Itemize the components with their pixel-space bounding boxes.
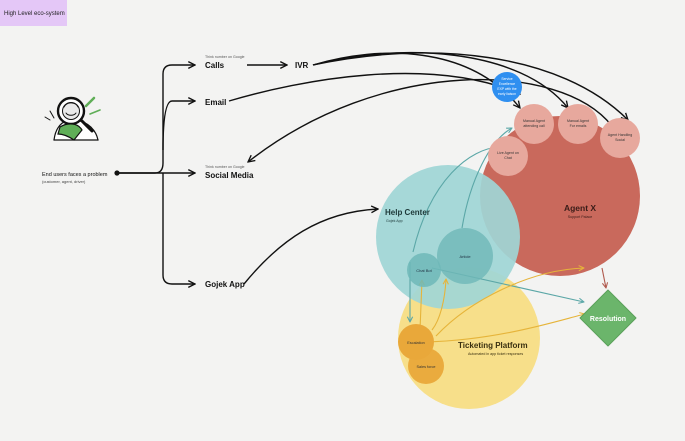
svg-text:Service: Service — [501, 77, 512, 81]
svg-text:Manual Agent: Manual Agent — [567, 119, 589, 123]
svg-text:Escalation: Escalation — [407, 341, 425, 345]
ivr-label[interactable]: IVR — [295, 61, 309, 70]
svg-text:Live Agent on: Live Agent on — [497, 151, 519, 155]
service-excellence-bubble[interactable]: Service Excellence EXP with the early li… — [492, 72, 522, 102]
ticketing-connectors — [420, 268, 585, 343]
agent-to-resolution-arrow — [601, 267, 606, 288]
person-with-magnifying-glass-icon — [44, 96, 101, 141]
channel-connectors — [117, 51, 628, 284]
social-note: Think number on Google — [205, 165, 245, 169]
svg-text:Sales force: Sales force — [417, 365, 436, 369]
svg-text:Manual Agent: Manual Agent — [523, 119, 545, 123]
gojek-app-label[interactable]: Gojek App — [205, 280, 245, 289]
agent-node-agent-social[interactable]: Agent Handling Social — [600, 118, 640, 158]
svg-text:early liaison: early liaison — [498, 92, 516, 96]
agent-node-manual-email[interactable]: Manual Agent For emails — [558, 104, 598, 144]
svg-text:For emails: For emails — [570, 124, 587, 128]
svg-text:Chat: Chat — [504, 156, 512, 160]
ticketing-title: Ticketing Platform — [458, 341, 528, 350]
origin-subtitle: (customer, agent, driver) — [42, 179, 86, 184]
svg-text:attending call: attending call — [523, 124, 544, 128]
calls-label[interactable]: Calls — [205, 61, 225, 70]
agent-node-manual-call[interactable]: Manual Agent attending call — [514, 104, 554, 144]
svg-text:Chat Bot: Chat Bot — [416, 268, 432, 273]
help-node-chat-bot[interactable]: Chat Bot — [407, 253, 441, 287]
social-media-label[interactable]: Social Media — [205, 171, 254, 180]
email-label[interactable]: Email — [205, 98, 226, 107]
svg-text:Social: Social — [615, 138, 625, 142]
calls-note: Think number on Google — [205, 55, 245, 59]
origin-title: End users faces a problem — [42, 172, 108, 178]
resolution-node[interactable]: Resolution — [579, 289, 637, 347]
board-tag: High Level eco-system — [0, 0, 67, 26]
help-center-subtitle: Gojek App — [386, 219, 403, 223]
help-center-title: Help Center — [385, 208, 430, 217]
svg-text:Agent Handling: Agent Handling — [608, 133, 633, 137]
svg-text:Article: Article — [459, 254, 471, 259]
agent-x-title: Agent X — [564, 203, 596, 213]
ticketing-subtitle: Automated in app ticket responses — [468, 352, 523, 356]
svg-text:Resolution: Resolution — [590, 316, 626, 323]
svg-text:Excellence: Excellence — [499, 82, 516, 86]
help-node-article[interactable]: Article — [437, 228, 493, 284]
svg-text:EXP with the: EXP with the — [497, 87, 516, 91]
origin-dot — [114, 170, 120, 176]
ticket-node-sales-force[interactable]: Sales force — [408, 348, 444, 384]
agent-node-live-agent[interactable]: Live Agent on Chat — [488, 136, 528, 176]
agent-x-subtitle: Support Palace — [568, 215, 593, 219]
